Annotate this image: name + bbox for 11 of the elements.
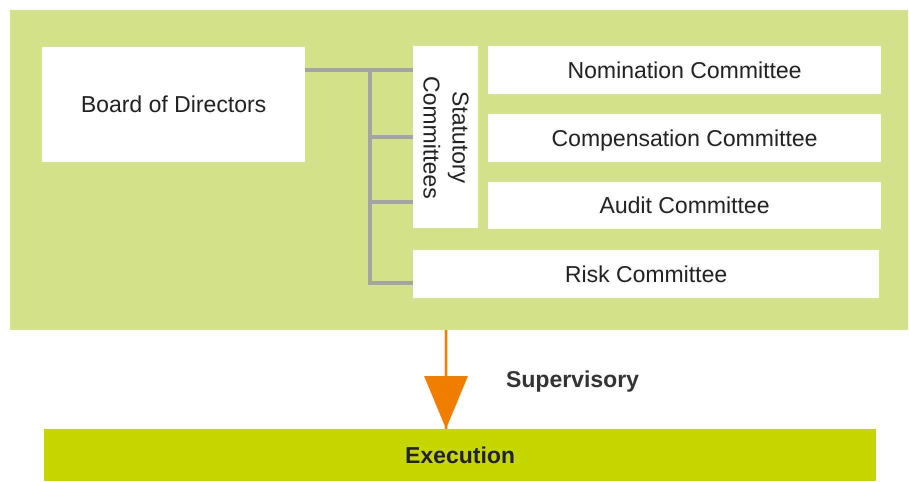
connector-line — [305, 68, 413, 285]
board-box: Board of Directors — [42, 47, 305, 162]
committee-box: Compensation Committee — [488, 114, 881, 162]
down-arrow — [424, 330, 468, 429]
panel-background — [10, 10, 908, 330]
execution-bar: Execution — [44, 429, 876, 481]
committee-box: Audit Committee — [488, 182, 881, 229]
committee-box: Statutory Committees — [413, 46, 478, 228]
committee-box: Risk Committee — [413, 250, 879, 298]
committee-box: Nomination Committee — [488, 46, 881, 94]
edge-label: Supervisory — [506, 366, 639, 393]
